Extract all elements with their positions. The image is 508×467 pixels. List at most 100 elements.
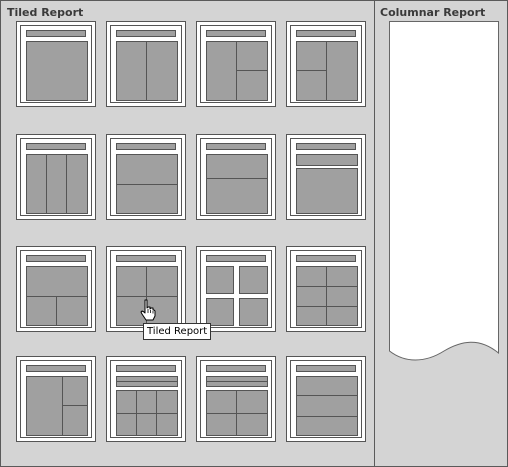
layout-thumbnail-1[interactable] xyxy=(16,21,96,107)
layout-thumbnail-9[interactable] xyxy=(16,246,96,332)
layout-thumbnail-8[interactable] xyxy=(286,134,366,220)
layout-thumbnail-14[interactable] xyxy=(106,356,186,442)
content-block xyxy=(239,298,268,326)
content-block xyxy=(206,390,237,414)
layout-thumbnail-2[interactable] xyxy=(106,21,186,107)
content-block xyxy=(26,266,88,297)
hand-pointer-icon xyxy=(140,299,156,325)
content-block xyxy=(326,286,358,307)
content-block xyxy=(116,390,137,414)
title-bar xyxy=(116,365,176,372)
content-block xyxy=(296,70,327,101)
content-block xyxy=(236,41,268,71)
content-block xyxy=(296,395,358,417)
content-block xyxy=(26,296,57,326)
page-preview xyxy=(290,138,362,216)
tiled-report-panel: Tiled Report xyxy=(1,1,375,466)
columnar-report-preview[interactable] xyxy=(389,21,499,366)
content-block xyxy=(296,168,358,214)
page-preview xyxy=(110,25,182,103)
layout-thumbnail-11[interactable] xyxy=(196,246,276,332)
content-block xyxy=(296,41,327,71)
content-block xyxy=(296,376,358,396)
page-preview xyxy=(110,360,182,438)
content-block xyxy=(56,296,88,326)
content-block xyxy=(116,41,147,101)
content-block xyxy=(326,266,358,287)
content-block xyxy=(46,154,67,214)
layout-thumbnail-6[interactable] xyxy=(106,134,186,220)
title-bar xyxy=(26,255,86,262)
content-block xyxy=(206,154,268,179)
title-bar xyxy=(206,255,266,262)
content-block xyxy=(136,390,157,414)
page-preview xyxy=(290,360,362,438)
content-block xyxy=(239,266,268,294)
content-block xyxy=(296,306,327,326)
content-block xyxy=(116,154,178,185)
page-preview xyxy=(200,360,272,438)
content-block xyxy=(236,413,268,436)
content-block xyxy=(156,413,178,436)
title-bar xyxy=(26,30,86,37)
content-block xyxy=(116,266,147,297)
content-block xyxy=(206,178,268,214)
content-block xyxy=(206,298,234,326)
content-block xyxy=(206,381,268,387)
page-preview xyxy=(20,25,92,103)
content-block xyxy=(236,390,268,414)
title-bar xyxy=(206,30,266,37)
content-block xyxy=(206,266,234,294)
content-block xyxy=(62,376,88,406)
content-block xyxy=(26,154,47,214)
page-preview xyxy=(20,360,92,438)
title-bar xyxy=(296,255,356,262)
title-bar xyxy=(206,143,266,150)
title-bar xyxy=(296,30,356,37)
layout-thumbnail-13[interactable] xyxy=(16,356,96,442)
content-block xyxy=(26,41,88,101)
layout-thumbnail-3[interactable] xyxy=(196,21,276,107)
layout-thumbnail-7[interactable] xyxy=(196,134,276,220)
content-block xyxy=(296,154,358,166)
content-block xyxy=(236,70,268,101)
content-block xyxy=(296,286,327,307)
columnar-report-panel: Columnar Report xyxy=(375,1,507,466)
content-block xyxy=(62,405,88,436)
page-preview xyxy=(20,250,92,328)
title-bar xyxy=(296,365,356,372)
title-bar xyxy=(296,143,356,150)
content-block xyxy=(66,154,88,214)
content-block xyxy=(146,266,178,297)
page-wave-shape xyxy=(389,21,499,361)
tiled-report-title: Tiled Report xyxy=(7,6,84,19)
content-block xyxy=(296,266,327,287)
content-block xyxy=(26,376,63,436)
title-bar xyxy=(116,30,176,37)
page-preview xyxy=(290,25,362,103)
content-block xyxy=(326,41,358,101)
layout-thumbnail-10[interactable] xyxy=(106,246,186,332)
content-block xyxy=(206,41,237,101)
layout-thumbnail-12[interactable] xyxy=(286,246,366,332)
content-block xyxy=(116,413,137,436)
title-bar xyxy=(116,255,176,262)
content-block xyxy=(136,413,157,436)
layout-thumbnail-15[interactable] xyxy=(196,356,276,442)
content-block xyxy=(206,413,237,436)
content-block xyxy=(296,416,358,436)
title-bar xyxy=(206,365,266,372)
page-preview xyxy=(20,138,92,216)
content-block xyxy=(156,390,178,414)
content-block xyxy=(326,306,358,326)
layout-thumbnail-16[interactable] xyxy=(286,356,366,442)
layout-thumbnail-4[interactable] xyxy=(286,21,366,107)
layout-thumbnail-5[interactable] xyxy=(16,134,96,220)
content-block xyxy=(116,184,178,214)
page-preview xyxy=(200,138,272,216)
page-preview xyxy=(290,250,362,328)
page-preview xyxy=(110,138,182,216)
page-preview xyxy=(200,250,272,328)
title-bar xyxy=(116,143,176,150)
